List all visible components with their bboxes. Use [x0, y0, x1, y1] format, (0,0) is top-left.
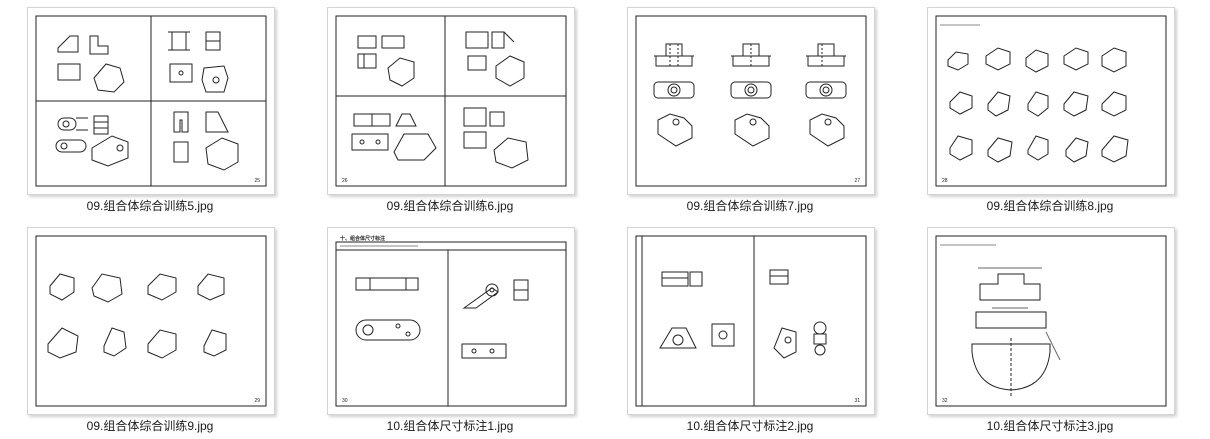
page-number: 30	[342, 398, 348, 404]
page-number: 27	[854, 178, 860, 184]
file-thumbnail[interactable]: 26	[327, 7, 575, 195]
file-thumbnail[interactable]: 31	[627, 227, 875, 415]
page-heading: 十、组合体尺寸标注	[340, 235, 385, 242]
drawing-preview: 十、组合体尺寸标注 30	[328, 235, 574, 414]
file-tile[interactable]: 31 10.组合体尺寸标注2.jpg	[607, 223, 907, 439]
drawing-preview: 28	[928, 8, 1174, 194]
file-name[interactable]: 09.组合体综合训练7.jpg	[686, 199, 814, 213]
drawing-preview: 31	[628, 228, 874, 414]
drawing-preview: 32	[928, 228, 1174, 414]
file-name[interactable]: 10.组合体尺寸标注3.jpg	[986, 419, 1114, 433]
page-number: 28	[942, 178, 948, 184]
file-name[interactable]: 09.组合体综合训练6.jpg	[386, 199, 514, 213]
file-thumbnail[interactable]: 32	[927, 227, 1175, 415]
drawing-preview: 26	[328, 8, 574, 194]
file-tile[interactable]: 27 09.组合体综合训练7.jpg	[607, 3, 907, 219]
page-number: 31	[854, 398, 860, 404]
file-name[interactable]: 10.组合体尺寸标注1.jpg	[386, 419, 514, 433]
page-number: 26	[342, 178, 348, 184]
drawing-preview: 27	[628, 8, 874, 194]
file-tile[interactable]: 29 09.组合体综合训练9.jpg	[7, 223, 307, 439]
file-name[interactable]: 09.组合体综合训练5.jpg	[86, 199, 214, 213]
file-thumbnail[interactable]: 29	[27, 227, 275, 415]
file-thumbnail[interactable]: 27	[627, 7, 875, 195]
file-name[interactable]: 09.组合体综合训练9.jpg	[86, 419, 214, 433]
page-number: 32	[942, 398, 948, 404]
drawing-preview: 25	[28, 8, 274, 194]
file-thumbnail[interactable]: 28	[927, 7, 1175, 195]
file-thumbnail[interactable]: 十、组合体尺寸标注 30	[327, 227, 575, 415]
file-tile[interactable]: 28 09.组合体综合训练8.jpg	[907, 3, 1207, 219]
file-thumbnail[interactable]: 25	[27, 7, 275, 195]
file-tile[interactable]: 25 09.组合体综合训练5.jpg	[7, 3, 307, 219]
file-tile[interactable]: 26 09.组合体综合训练6.jpg	[307, 3, 607, 219]
page-number: 29	[254, 398, 260, 404]
drawing-preview: 29	[28, 228, 274, 414]
file-tile[interactable]: 十、组合体尺寸标注 30 10.组合体尺寸标注1.jpg	[307, 223, 607, 439]
file-name[interactable]: 09.组合体综合训练8.jpg	[986, 199, 1114, 213]
file-name[interactable]: 10.组合体尺寸标注2.jpg	[686, 419, 814, 433]
page-number: 25	[254, 178, 260, 184]
file-tile[interactable]: 32 10.组合体尺寸标注3.jpg	[907, 223, 1207, 439]
